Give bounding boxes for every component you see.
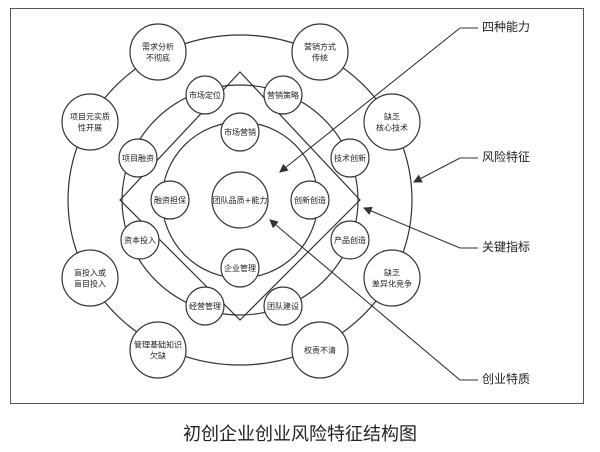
middle-node-0-circle <box>263 75 303 115</box>
middle-node-4-circle <box>185 286 225 326</box>
inner-node-1: 创新创造 <box>290 180 330 220</box>
risk-structure-diagram: 需求分析不彻底营销方式传统缺乏核心技术缺乏差异化竞争权责不清管理基础知识欠缺盲投… <box>61 20 530 386</box>
middle-node-0-label: 营销策略 <box>267 90 299 100</box>
callout-3: 创业特质 <box>269 219 530 386</box>
outer-node-5-circle <box>129 321 187 379</box>
middle-node-0: 营销策略 <box>263 75 303 115</box>
outer-node-5-label: 管理基础知识 <box>134 339 182 349</box>
middle-node-7-circle <box>185 75 225 115</box>
outer-node-1-label: 营销方式 <box>304 41 336 51</box>
inner-node-1-label: 创新创造 <box>294 195 326 205</box>
callout-1: 风险特征 <box>413 149 530 183</box>
middle-node-2-circle <box>330 220 370 260</box>
inner-diamond <box>119 71 361 321</box>
callout-arrow-2 <box>362 206 461 249</box>
outer-node-4-circle <box>291 321 349 379</box>
outer-node-2-label: 核心技术 <box>376 122 408 132</box>
outer-node-3-label: 差异化竞争 <box>372 278 412 288</box>
outer-node-7-label: 项目元实质 <box>70 111 110 121</box>
middle-ring <box>121 84 359 316</box>
outer-node-3-circle <box>363 249 421 307</box>
callout-label-3: 创业特质 <box>482 371 530 386</box>
middle-node-1-label: 技术创新 <box>334 153 366 163</box>
middle-node-5-label: 资本投入 <box>124 235 156 245</box>
callout-label-0: 四种能力 <box>482 20 530 34</box>
middle-node-6-circle <box>118 138 158 178</box>
outer-node-2-label: 缺乏 <box>384 111 400 121</box>
middle-node-5: 资本投入 <box>120 220 160 260</box>
middle-node-3-circle <box>263 286 303 326</box>
inner-node-3: 融资担保 <box>150 180 190 220</box>
center-node: 团队品质+能力 <box>211 171 269 229</box>
inner-node-0: 市场营销 <box>220 112 260 152</box>
outer-node-6-label: 盲投入或 <box>74 267 106 277</box>
figure-caption: 初创企业创业风险特征结构图 <box>183 424 417 445</box>
middle-node-3: 团队建设 <box>263 286 303 326</box>
figure-frame <box>10 8 584 404</box>
outer-node-6-circle <box>61 249 119 307</box>
outer-node-3-label: 缺乏 <box>384 267 400 277</box>
callout-0: 四种能力 <box>279 20 530 173</box>
middle-node-4: 经营管理 <box>185 286 225 326</box>
middle-node-6: 项目融资 <box>118 138 158 178</box>
inner-node-3-label: 融资担保 <box>154 195 186 205</box>
middle-node-7: 市场定位 <box>185 75 225 115</box>
inner-node-2-circle <box>220 248 260 288</box>
outer-node-0-circle <box>129 23 187 81</box>
outer-node-7-label: 性开展 <box>78 122 102 132</box>
callout-arrow-1 <box>413 157 461 183</box>
callout-arrow-0 <box>279 27 461 173</box>
outer-node-0-label: 不彻底 <box>146 52 170 62</box>
outer-node-5-label: 欠缺 <box>150 350 166 360</box>
middle-node-4-label: 经营管理 <box>189 301 221 311</box>
outer-node-1-circle <box>291 23 349 81</box>
inner-node-0-label: 市场营销 <box>224 127 256 137</box>
outer-node-7-circle <box>61 93 119 151</box>
center-node-label: 团队品质+能力 <box>213 195 268 205</box>
center-node-circle <box>211 171 269 229</box>
middle-node-5-circle <box>120 220 160 260</box>
callout-2: 关键指标 <box>362 206 530 254</box>
middle-node-2-label: 产品创造 <box>334 235 366 245</box>
inner-node-3-circle <box>150 180 190 220</box>
middle-node-1: 技术创新 <box>330 138 370 178</box>
outer-node-2-circle <box>363 93 421 151</box>
outer-node-0-label: 需求分析 <box>142 41 174 51</box>
middle-node-3-label: 团队建设 <box>267 301 299 311</box>
outer-node-4-label: 权责不清 <box>304 345 336 355</box>
outer-node-6-label: 盲目投入 <box>74 278 106 288</box>
outer-node-4: 权责不清 <box>291 321 349 379</box>
middle-node-2: 产品创造 <box>330 220 370 260</box>
inner-node-2-label: 企业管理 <box>224 263 256 273</box>
inner-node-1-circle <box>290 180 330 220</box>
middle-node-1-circle <box>330 138 370 178</box>
middle-node-6-label: 项目融资 <box>122 153 154 163</box>
middle-node-7-label: 市场定位 <box>189 90 221 100</box>
callout-label-1: 风险特征 <box>482 149 530 164</box>
outer-ring <box>67 34 413 366</box>
outer-node-1-label: 传统 <box>312 52 328 62</box>
inner-node-0-circle <box>220 112 260 152</box>
nodes-layer: 需求分析不彻底营销方式传统缺乏核心技术缺乏差异化竞争权责不清管理基础知识欠缺盲投… <box>61 23 421 379</box>
callout-arrow-3 <box>269 219 461 381</box>
inner-node-2: 企业管理 <box>220 248 260 288</box>
callout-label-2: 关键指标 <box>482 239 530 254</box>
